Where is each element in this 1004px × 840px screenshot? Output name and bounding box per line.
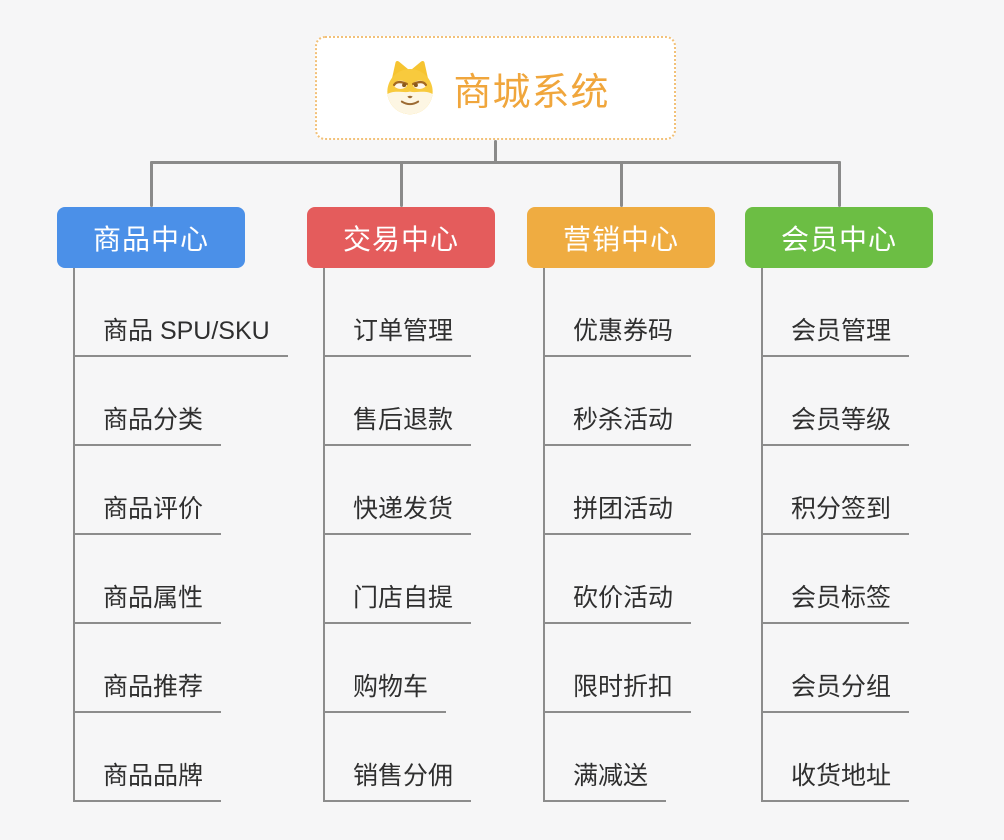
connector-line xyxy=(619,161,623,207)
child-topic[interactable]: 积分签到 xyxy=(763,446,910,535)
child-topic[interactable]: 商品推荐 xyxy=(75,624,288,713)
child-topic-label: 会员等级 xyxy=(763,400,910,446)
branch-topic-label: 商品中心 xyxy=(92,223,209,255)
child-topic[interactable]: 售后退款 xyxy=(325,357,472,446)
child-topic[interactable]: 商品 SPU/SKU xyxy=(75,268,288,357)
child-topic-label: 商品分类 xyxy=(75,400,222,446)
child-topic-label: 购物车 xyxy=(325,667,447,713)
child-topic[interactable]: 限时折扣 xyxy=(545,624,692,713)
child-topic[interactable]: 销售分佣 xyxy=(325,713,472,802)
connector-line xyxy=(837,161,841,207)
child-topic-label: 积分签到 xyxy=(763,489,910,535)
child-topic-label: 收货地址 xyxy=(763,756,910,802)
child-topic-label: 订单管理 xyxy=(325,311,472,357)
branch-topic-label: 交易中心 xyxy=(342,223,459,255)
branch-column: 交易中心订单管理售后退款快递发货门店自提购物车销售分佣 xyxy=(307,207,557,802)
doge-dog-face-icon xyxy=(381,59,439,117)
branch-topic-label: 会员中心 xyxy=(780,223,897,255)
branch-column: 会员中心会员管理会员等级积分签到会员标签会员分组收货地址 xyxy=(745,207,995,802)
child-topic[interactable]: 会员标签 xyxy=(763,535,910,624)
branch-spine: 商品 SPU/SKU 商品分类商品评价商品属性商品推荐商品品牌 xyxy=(73,268,288,802)
child-topic[interactable]: 砍价活动 xyxy=(545,535,692,624)
root-topic[interactable]: 商城系统 xyxy=(315,36,676,140)
child-topic-label: 商品评价 xyxy=(75,489,222,535)
child-topic-label: 商品 SPU/SKU xyxy=(75,311,288,357)
child-topic[interactable]: 优惠券码 xyxy=(545,268,692,357)
child-topic[interactable]: 购物车 xyxy=(325,624,471,713)
child-topic-label: 快递发货 xyxy=(325,489,472,535)
branch-topic-label: 营销中心 xyxy=(562,223,679,255)
branch-topic[interactable]: 交易中心 xyxy=(307,207,495,268)
child-topic-label: 商品推荐 xyxy=(75,667,222,713)
connector-line xyxy=(149,161,153,207)
child-topic-label: 秒杀活动 xyxy=(545,400,692,446)
child-topic-label: 限时折扣 xyxy=(545,667,692,713)
branch-topic[interactable]: 营销中心 xyxy=(527,207,715,268)
root-topic-title: 商城系统 xyxy=(453,71,610,114)
child-topic[interactable]: 门店自提 xyxy=(325,535,472,624)
child-topic[interactable]: 会员等级 xyxy=(763,357,910,446)
child-topic[interactable]: 快递发货 xyxy=(325,446,472,535)
child-topic-label: 满减送 xyxy=(545,756,667,802)
child-topic[interactable]: 商品评价 xyxy=(75,446,288,535)
child-topic-label: 会员分组 xyxy=(763,667,910,713)
child-topic-label: 会员管理 xyxy=(763,311,910,357)
child-topic[interactable]: 满减送 xyxy=(545,713,691,802)
branch-column: 营销中心优惠券码秒杀活动拼团活动砍价活动限时折扣满减送 xyxy=(527,207,777,802)
branch-spine: 订单管理售后退款快递发货门店自提购物车销售分佣 xyxy=(323,268,472,802)
child-topic-label: 会员标签 xyxy=(763,578,910,624)
child-topic[interactable]: 秒杀活动 xyxy=(545,357,692,446)
child-topic[interactable]: 商品分类 xyxy=(75,357,288,446)
child-topic[interactable]: 商品品牌 xyxy=(75,713,288,802)
branch-topic[interactable]: 商品中心 xyxy=(57,207,245,268)
branch-topic[interactable]: 会员中心 xyxy=(745,207,933,268)
child-topic-label: 售后退款 xyxy=(325,400,472,446)
branch-column: 商品中心商品 SPU/SKU 商品分类商品评价商品属性商品推荐商品品牌 xyxy=(57,207,307,802)
connector-line xyxy=(399,161,403,207)
branch-spine: 优惠券码秒杀活动拼团活动砍价活动限时折扣满减送 xyxy=(543,268,692,802)
child-topic-label: 拼团活动 xyxy=(545,489,692,535)
child-topic[interactable]: 订单管理 xyxy=(325,268,472,357)
child-topic-label: 砍价活动 xyxy=(545,578,692,624)
child-topic[interactable]: 拼团活动 xyxy=(545,446,692,535)
child-topic[interactable]: 会员分组 xyxy=(763,624,910,713)
child-topic[interactable]: 商品属性 xyxy=(75,535,288,624)
child-topic[interactable]: 收货地址 xyxy=(763,713,910,802)
child-topic-label: 销售分佣 xyxy=(325,756,472,802)
connector-line xyxy=(149,161,841,164)
child-topic-label: 商品属性 xyxy=(75,578,222,624)
child-topic-label: 优惠券码 xyxy=(545,311,692,357)
child-topic[interactable]: 会员管理 xyxy=(763,268,910,357)
branch-spine: 会员管理会员等级积分签到会员标签会员分组收货地址 xyxy=(761,268,910,802)
connector-line xyxy=(493,140,497,164)
child-topic-label: 商品品牌 xyxy=(75,756,222,802)
child-topic-label: 门店自提 xyxy=(325,578,472,624)
